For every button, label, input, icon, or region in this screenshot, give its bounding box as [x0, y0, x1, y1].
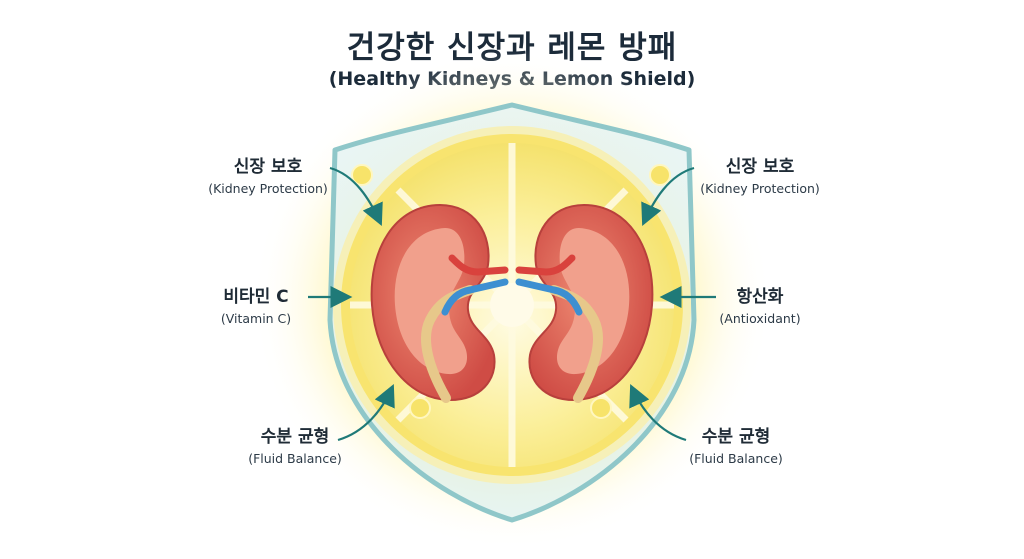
- label-left-fluid-balance: 수분 균형 (Fluid Balance): [205, 427, 385, 467]
- label-right-kidney-protection-en: (Kidney Protection): [700, 181, 820, 197]
- arrow-right-top: [641, 166, 695, 227]
- arrow-left-top: [329, 166, 383, 227]
- label-vitamin-c-ko: 비타민 C: [223, 287, 289, 307]
- label-left-kidney-protection: 신장 보호 (Kidney Protection): [178, 157, 358, 197]
- label-right-kidney-protection: 신장 보호 (Kidney Protection): [670, 157, 850, 197]
- left-kidney: [370, 203, 509, 403]
- small-lemon-icons: [351, 164, 671, 419]
- right-kidney: [515, 203, 654, 403]
- label-right-fluid-balance-en: (Fluid Balance): [689, 451, 783, 467]
- arrow-right-bottom: [629, 383, 687, 442]
- label-left-kidney-protection-ko: 신장 보호: [233, 157, 303, 177]
- label-right-fluid-balance-ko: 수분 균형: [701, 427, 771, 447]
- label-antioxidant: 항산화 (Antioxidant): [670, 287, 850, 327]
- label-antioxidant-ko: 항산화: [736, 287, 784, 307]
- label-right-kidney-protection-ko: 신장 보호: [725, 157, 795, 177]
- label-left-fluid-balance-en: (Fluid Balance): [248, 451, 342, 467]
- label-right-fluid-balance: 수분 균형 (Fluid Balance): [646, 427, 826, 467]
- label-antioxidant-en: (Antioxidant): [719, 311, 801, 327]
- label-left-fluid-balance-ko: 수분 균형: [260, 427, 330, 447]
- label-vitamin-c: 비타민 C (Vitamin C): [166, 287, 346, 327]
- label-vitamin-c-en: (Vitamin C): [220, 311, 292, 327]
- arrow-left-bottom: [337, 383, 395, 442]
- label-left-kidney-protection-en: (Kidney Protection): [208, 181, 328, 197]
